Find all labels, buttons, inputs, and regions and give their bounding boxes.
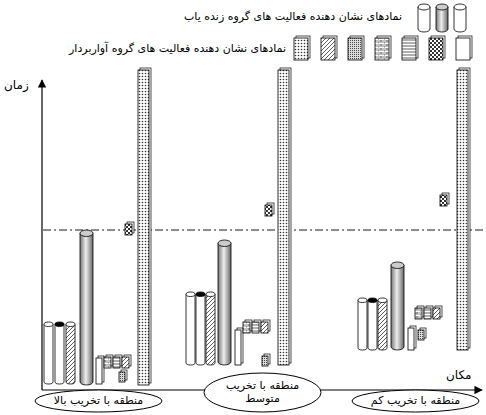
debris-box — [321, 36, 337, 60]
debris-box — [418, 328, 426, 340]
dash-dot-line — [43, 230, 485, 231]
debris-box — [235, 328, 243, 365]
debris-box — [104, 355, 113, 368]
debris-box — [457, 68, 470, 350]
debris-box — [408, 326, 416, 350]
debris-box — [138, 68, 151, 385]
rescue-cylinder — [66, 322, 75, 384]
debris-box — [125, 222, 134, 235]
region-label: منطقه با تخریب کم — [371, 395, 460, 408]
debris-box — [96, 356, 104, 384]
debris-box — [243, 320, 252, 333]
rescue-cylinder — [436, 4, 448, 32]
debris-box — [433, 306, 442, 319]
debris-box — [262, 354, 270, 366]
region-label: منطقه با تخریب متوسط — [222, 380, 304, 405]
debris-box — [261, 320, 270, 333]
legend-text: نمادهای نشان دهنده فعالیت های گروه آوارب… — [69, 42, 286, 55]
debris-box — [113, 355, 122, 368]
rescue-cylinder — [186, 292, 195, 365]
debris-box — [265, 203, 274, 216]
region-ellipse: منطقه با تخریب کم — [351, 389, 480, 413]
debris-box — [429, 36, 445, 60]
region-ellipse: منطقه با تخریب بالا — [34, 389, 163, 413]
debris-box — [402, 36, 418, 60]
debris-box — [278, 68, 291, 365]
axis-label: مکان — [446, 368, 472, 382]
rescue-cylinder — [196, 292, 205, 365]
debris-box — [440, 193, 449, 206]
region-ellipse: منطقه با تخریب متوسط — [203, 372, 322, 413]
rescue-cylinder — [454, 4, 466, 32]
debris-box — [348, 36, 364, 60]
rescue-cylinder — [218, 240, 231, 365]
debris-box — [122, 355, 131, 368]
rescue-cylinder — [418, 4, 430, 32]
rescue-cylinder — [378, 298, 387, 350]
time-axis — [41, 80, 42, 390]
legend-text: نمادهای نشان دهنده فعالیت های گروه زنده … — [184, 10, 402, 23]
debris-box — [415, 306, 424, 319]
debris-box — [252, 320, 261, 333]
debris-box — [375, 36, 391, 60]
debris-box — [456, 36, 472, 60]
debris-box — [119, 370, 127, 382]
rescue-cylinder — [391, 262, 404, 350]
rescue-cylinder — [368, 298, 377, 350]
region-label: منطقه با تخریب بالا — [54, 395, 143, 408]
debris-box — [294, 36, 310, 60]
debris-box — [424, 306, 433, 319]
axis-label: زمان — [4, 78, 29, 92]
rescue-cylinder — [44, 322, 53, 384]
rescue-cylinder — [206, 292, 215, 365]
rescue-cylinder — [80, 230, 93, 385]
rescue-cylinder — [55, 322, 64, 384]
rescue-cylinder — [358, 298, 367, 350]
